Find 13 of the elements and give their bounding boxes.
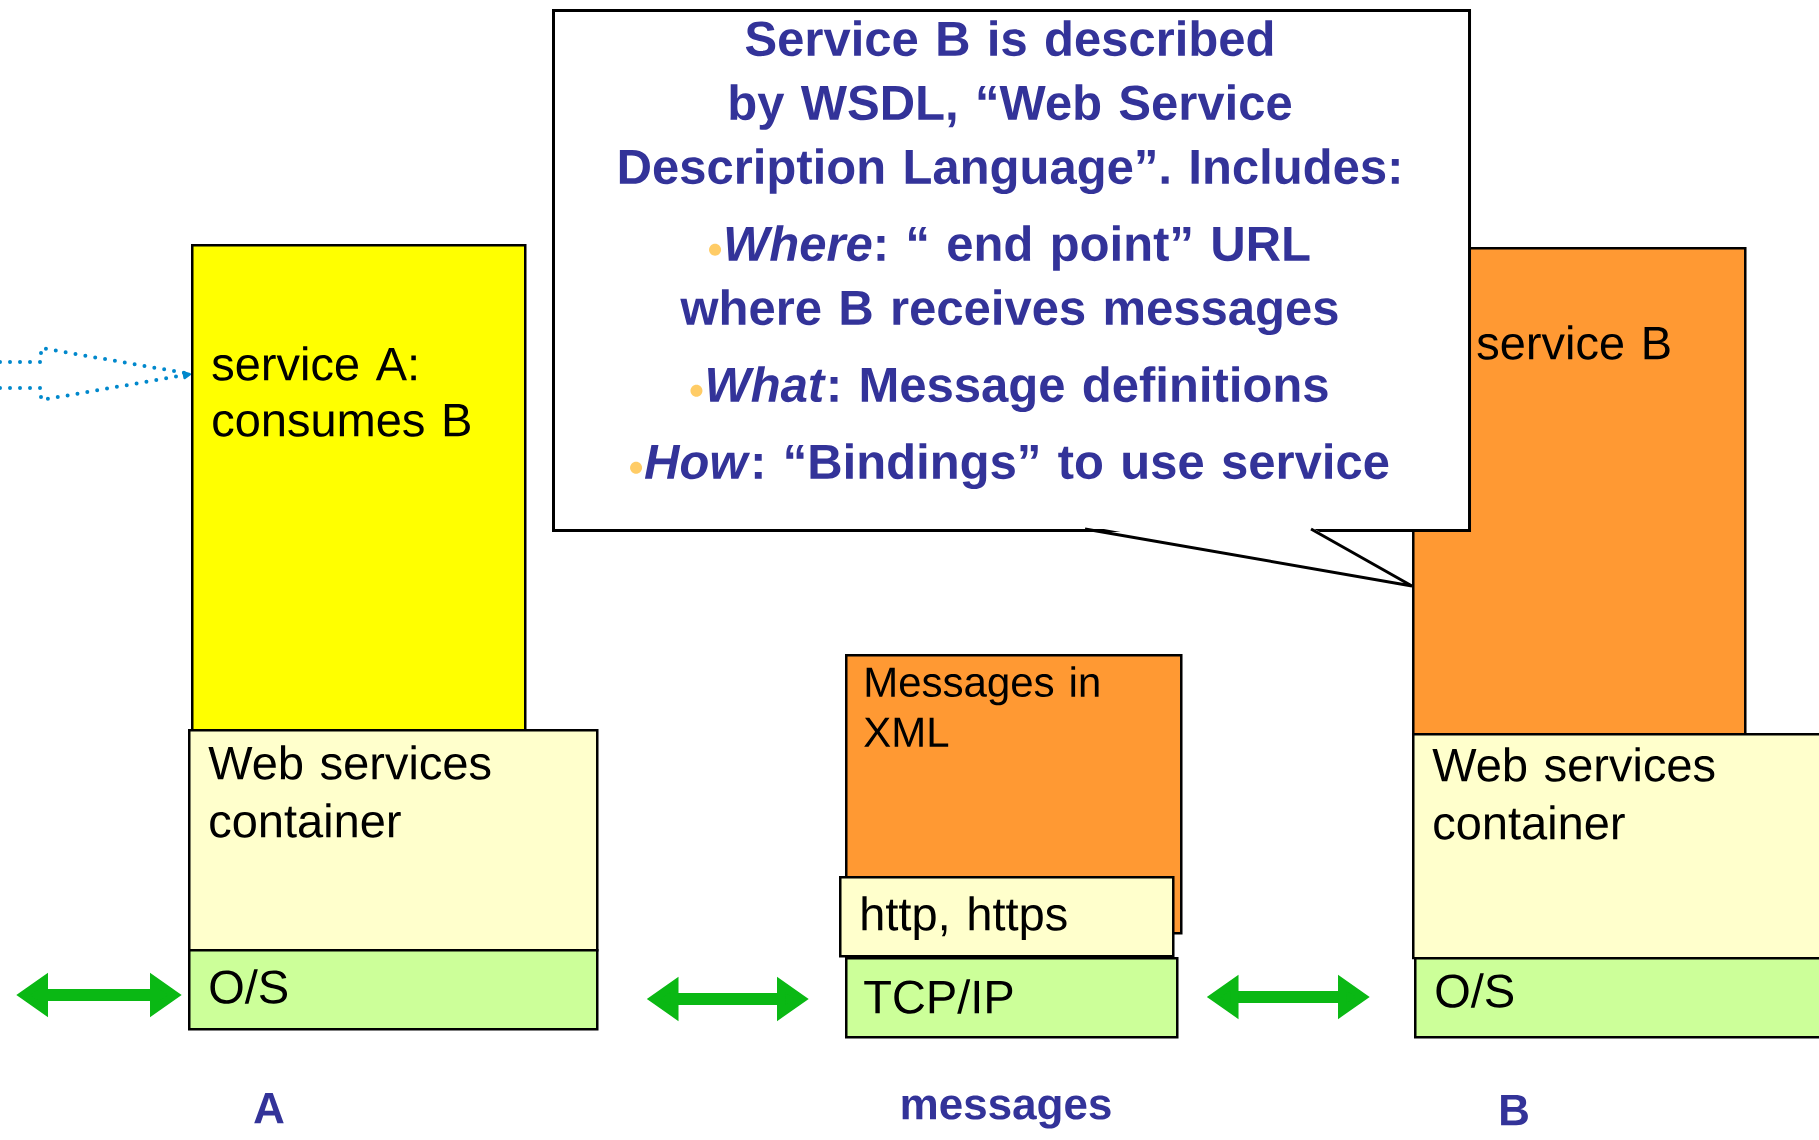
column-label: messages xyxy=(902,1095,1111,1129)
os-box: O/S xyxy=(1414,957,1819,1039)
os-box: O/S xyxy=(188,949,599,1031)
container-box: Web services container xyxy=(188,729,599,952)
service-box: service B xyxy=(1412,247,1747,736)
service-box: service A: consumes B xyxy=(191,244,527,732)
callout-pointer xyxy=(1083,526,1414,588)
protocol-box: TCP/IP xyxy=(845,957,1179,1039)
dotted-arrow xyxy=(0,345,193,403)
protocol-box: http, https xyxy=(839,876,1175,958)
container-box: Web services container xyxy=(1412,733,1819,960)
column-label: B xyxy=(1501,1094,1528,1126)
column-label: A xyxy=(254,1092,284,1124)
